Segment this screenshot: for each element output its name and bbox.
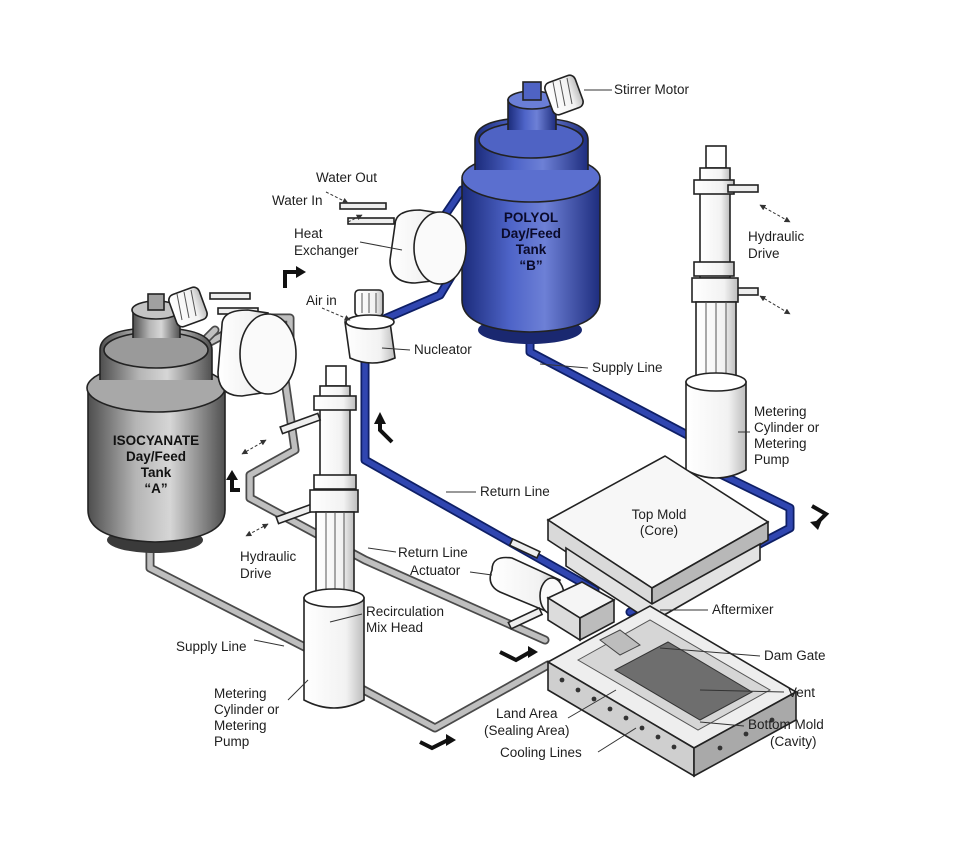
label-cooling-lines: Cooling Lines — [500, 745, 582, 760]
label-water-in: Water In — [272, 193, 323, 208]
label-land-area-2: (Sealing Area) — [484, 723, 570, 738]
iso-tank-label-2: Day/Feed — [126, 449, 186, 464]
iso-tank-label-4: “A” — [144, 481, 167, 496]
cooling-line-holes — [559, 677, 775, 751]
left-metering-cylinder — [275, 365, 365, 709]
label-supply-line-left: Supply Line — [176, 639, 247, 654]
mix-head — [507, 581, 616, 642]
top-mold: Top Mold (Core) — [546, 455, 770, 623]
polyol-tank: POLYOL Day/Feed Tank “B” — [461, 74, 601, 344]
heat-exchanger-b — [339, 202, 467, 285]
iso-stirrer-motor-icon — [168, 286, 208, 328]
labels: Stirrer Motor Water Out Water In Heat Ex… — [176, 82, 826, 760]
iso-tank: ISOCYANATE Day/Feed Tank “A” — [86, 286, 226, 553]
label-hydraulic-drive-left-2: Drive — [240, 566, 272, 581]
callout-leaders — [253, 89, 785, 753]
right-metering-cylinder — [685, 145, 759, 479]
flow-arrow-icon — [499, 650, 531, 663]
polyol-tank-label-1: POLYOL — [504, 210, 558, 225]
polyol-tank-label-4: “B” — [519, 258, 542, 273]
label-aftermixer: Aftermixer — [712, 602, 774, 617]
label-recirculation-1: Recirculation — [366, 604, 444, 619]
label-metering-left-2: Cylinder or — [214, 702, 280, 717]
label-vent: Vent — [788, 685, 815, 700]
label-metering-right-2: Cylinder or — [754, 420, 820, 435]
label-metering-left-1: Metering — [214, 686, 267, 701]
label-water-out: Water Out — [316, 170, 377, 185]
bottom-mold — [546, 605, 798, 778]
iso-tank-label-3: Tank — [141, 465, 172, 480]
dashed-flow-arrows — [241, 191, 791, 537]
polyol-tank-label-2: Day/Feed — [501, 226, 561, 241]
label-stirrer-motor: Stirrer Motor — [614, 82, 690, 97]
stirrer-motor-icon — [544, 74, 584, 116]
label-bottom-mold-2: (Cavity) — [770, 734, 817, 749]
label-hydraulic-drive-left-1: Hydraulic — [240, 549, 297, 564]
label-hydraulic-drive-right-2: Drive — [748, 246, 780, 261]
label-metering-left-4: Pump — [214, 734, 249, 749]
label-metering-left-3: Metering — [214, 718, 267, 733]
label-hydraulic-drive-right-1: Hydraulic — [748, 229, 805, 244]
label-supply-line-right: Supply Line — [592, 360, 663, 375]
label-metering-right-4: Pump — [754, 452, 789, 467]
label-actuator: Actuator — [410, 563, 461, 578]
label-return-line-grey: Return Line — [398, 545, 468, 560]
label-nucleator: Nucleator — [414, 342, 472, 357]
flow-arrow-icon — [419, 738, 449, 751]
label-land-area-1: Land Area — [496, 706, 558, 721]
label-heat-exchanger-1: Heat — [294, 226, 323, 241]
label-return-line-blue: Return Line — [480, 484, 550, 499]
label-heat-exchanger-2: Exchanger — [294, 243, 359, 258]
label-dam-gate: Dam Gate — [764, 648, 826, 663]
polyol-tank-label-3: Tank — [516, 242, 547, 257]
nucleator — [344, 289, 396, 364]
label-recirculation-2: Mix Head — [366, 620, 423, 635]
iso-tank-label-1: ISOCYANATE — [113, 433, 199, 448]
label-metering-right-1: Metering — [754, 404, 807, 419]
label-metering-right-3: Metering — [754, 436, 807, 451]
flow-arrowheads — [226, 266, 822, 746]
top-mold-label-2: (Core) — [640, 523, 678, 538]
flow-arrow-icon — [283, 270, 298, 288]
heat-exchanger-a — [209, 292, 297, 397]
label-air-in: Air in — [306, 293, 337, 308]
top-mold-label-1: Top Mold — [632, 507, 687, 522]
label-bottom-mold-1: Bottom Mold — [748, 717, 824, 732]
flow-arrow-icon — [230, 478, 240, 492]
